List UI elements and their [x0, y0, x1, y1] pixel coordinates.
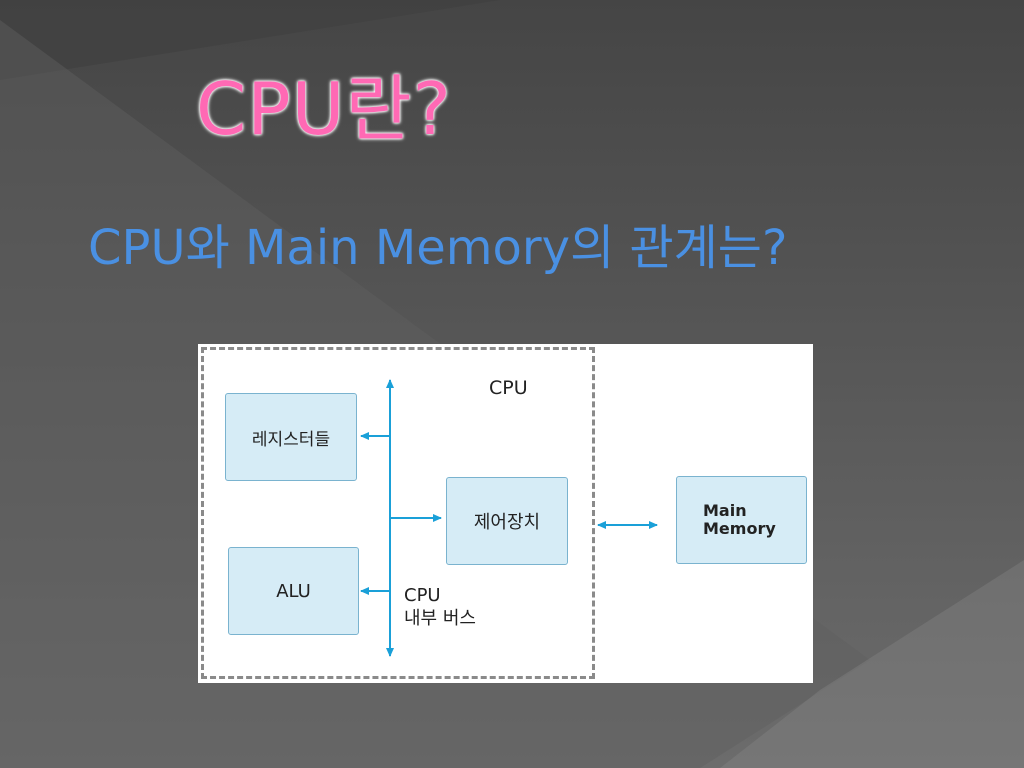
bus-arrows: [360, 379, 658, 657]
main-memory-label-line2: Memory: [703, 519, 776, 538]
alu-box: ALU: [228, 547, 359, 635]
registers-box: 레지스터들: [225, 393, 357, 481]
slide-subtitle: CPU와 Main Memory의 관계는?: [88, 220, 788, 276]
registers-label: 레지스터들: [251, 429, 331, 450]
cpu-boundary: [201, 347, 595, 679]
cpu-memory-diagram: CPU 레지스터들 ALU 제어장치 CPU 내부 버스 Main Memory: [198, 344, 813, 683]
internal-bus-label-line1: CPU: [404, 585, 441, 606]
cpu-label: CPU: [489, 377, 528, 399]
alu-label: ALU: [276, 580, 311, 602]
main-memory-label-line1: Main: [703, 501, 747, 520]
main-memory-box: Main Memory: [676, 476, 807, 564]
internal-bus-label: CPU 내부 버스: [404, 584, 476, 630]
slide-title: CPU란?: [196, 67, 452, 151]
control-unit-label: 제어장치: [473, 512, 541, 533]
control-unit-box: 제어장치: [446, 477, 568, 565]
internal-bus-label-line2: 내부 버스: [404, 608, 476, 629]
